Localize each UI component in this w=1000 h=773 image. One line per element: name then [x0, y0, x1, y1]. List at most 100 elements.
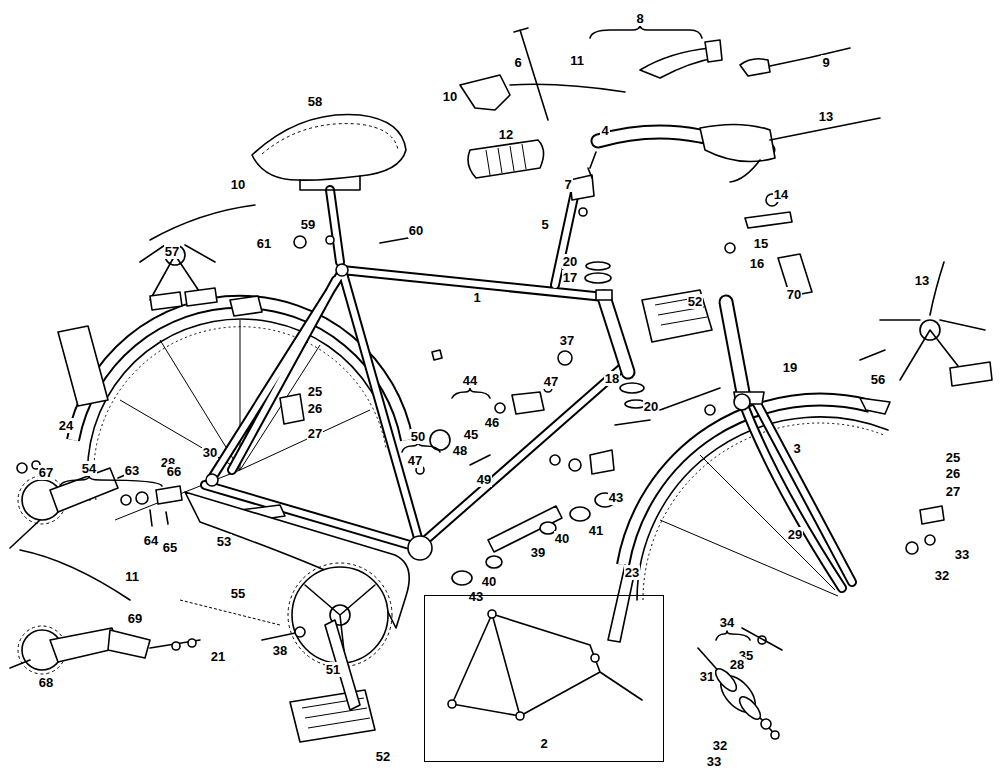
brake-calipers-part [950, 362, 992, 386]
chainwheel-and-chain-part [295, 627, 305, 637]
handlebar-parts [460, 28, 880, 216]
frame-tubes-part [336, 264, 348, 276]
rear-hubs-part [10, 472, 132, 548]
small-fittings-part [326, 236, 334, 244]
callout-number: 1 [472, 290, 481, 305]
callout-number: 55 [230, 586, 246, 601]
handlebar-parts-part [770, 48, 850, 66]
callout-number: 26 [945, 466, 961, 481]
callout-number: 6 [513, 55, 522, 70]
brake-calipers-part [150, 205, 255, 240]
callout-number: 3 [792, 441, 801, 456]
callout-number: 16 [749, 256, 765, 271]
callout-number: 53 [216, 534, 232, 549]
callout-number: 40 [481, 574, 497, 589]
group-brackets-part [716, 631, 750, 640]
rear-hubs-part [172, 642, 180, 650]
callout-number: 34 [719, 615, 735, 630]
small-fittings-part [920, 506, 944, 524]
handlebar-parts-part [579, 208, 587, 216]
small-fittings-part [558, 351, 572, 365]
callout-number: 45 [463, 427, 479, 442]
callout-number: 41 [588, 523, 604, 538]
small-fittings-part [17, 463, 27, 473]
callout-number: 66 [166, 464, 182, 479]
callout-number: 20 [643, 399, 659, 414]
handlebar-parts-part [700, 124, 775, 161]
handlebar-parts-part [486, 144, 526, 175]
headset-parts-part [734, 394, 750, 410]
callout-number: 33 [706, 754, 722, 769]
handlebar-parts-part [640, 48, 715, 78]
rear-hubs-part [108, 630, 150, 658]
bottom-bracket-part [488, 506, 562, 552]
fenders-part [860, 398, 890, 414]
small-fittings-part [432, 350, 442, 360]
callout-number: 11 [569, 53, 585, 68]
callout-number: 32 [934, 568, 950, 583]
handlebar-parts-part [514, 28, 548, 120]
callout-number: 13 [818, 109, 834, 124]
front-hub-part [736, 694, 764, 723]
callout-number: 54 [81, 461, 97, 476]
small-fittings-part [569, 459, 581, 471]
callout-number: 51 [325, 662, 341, 677]
handlebar-parts-part [460, 75, 510, 110]
inset-frame-part [488, 610, 496, 618]
callout-number: 38 [272, 643, 288, 658]
reflectors-part [725, 243, 735, 253]
callout-number: 56 [870, 372, 886, 387]
brake-calipers-part [860, 262, 944, 360]
headset-parts-part [620, 383, 644, 393]
callout-number: 43 [608, 490, 624, 505]
inset-frame-part [591, 654, 599, 662]
callout-number: 52 [375, 749, 391, 764]
callout-number: 49 [476, 472, 492, 487]
figure-number: 2 [539, 736, 548, 751]
inset-frame-part [452, 614, 642, 716]
callout-number: 19 [782, 360, 798, 375]
callout-number: 52 [687, 294, 703, 309]
brake-calipers [140, 205, 992, 386]
callout-number: 61 [256, 236, 272, 251]
saddle-part [262, 124, 398, 154]
small-fittings-part [294, 236, 306, 248]
callout-number: 18 [604, 371, 620, 386]
reflectors-part [58, 326, 108, 406]
inset-frame [448, 610, 642, 720]
callout-number: 59 [300, 217, 316, 232]
callout-number: 11 [124, 569, 140, 584]
chainwheel-and-chain-part [262, 632, 300, 640]
front-hub-part [771, 731, 779, 739]
callout-number: 21 [210, 649, 226, 664]
callout-number: 17 [562, 270, 578, 285]
callout-number: 31 [699, 669, 715, 684]
callout-number: 28 [729, 657, 745, 672]
group-brackets [60, 25, 750, 640]
wheels-part [115, 320, 370, 520]
callout-number: 20 [562, 254, 578, 269]
callout-number: 30 [202, 445, 218, 460]
bottom-bracket [452, 493, 615, 585]
chainwheel-and-chain-part [180, 600, 280, 625]
inset-frame-part [448, 700, 456, 708]
headset-parts [585, 262, 750, 415]
saddle-part [300, 176, 360, 190]
handlebar-parts-part [588, 152, 596, 178]
callout-number: 12 [498, 127, 514, 142]
small-fittings [17, 236, 944, 650]
callout-number: 40 [554, 531, 570, 546]
group-brackets-part [402, 442, 440, 452]
small-fittings-part [906, 542, 918, 554]
bottom-bracket-part [570, 507, 590, 521]
chainwheel-and-chain [180, 492, 409, 710]
callout-number: 65 [162, 540, 178, 555]
small-fittings-part [470, 455, 490, 465]
small-fittings-part [230, 296, 262, 316]
callout-number: 26 [307, 401, 323, 416]
callout-number: 4 [600, 123, 609, 138]
wheels-part [660, 455, 838, 596]
handlebar-parts-part [730, 118, 880, 182]
